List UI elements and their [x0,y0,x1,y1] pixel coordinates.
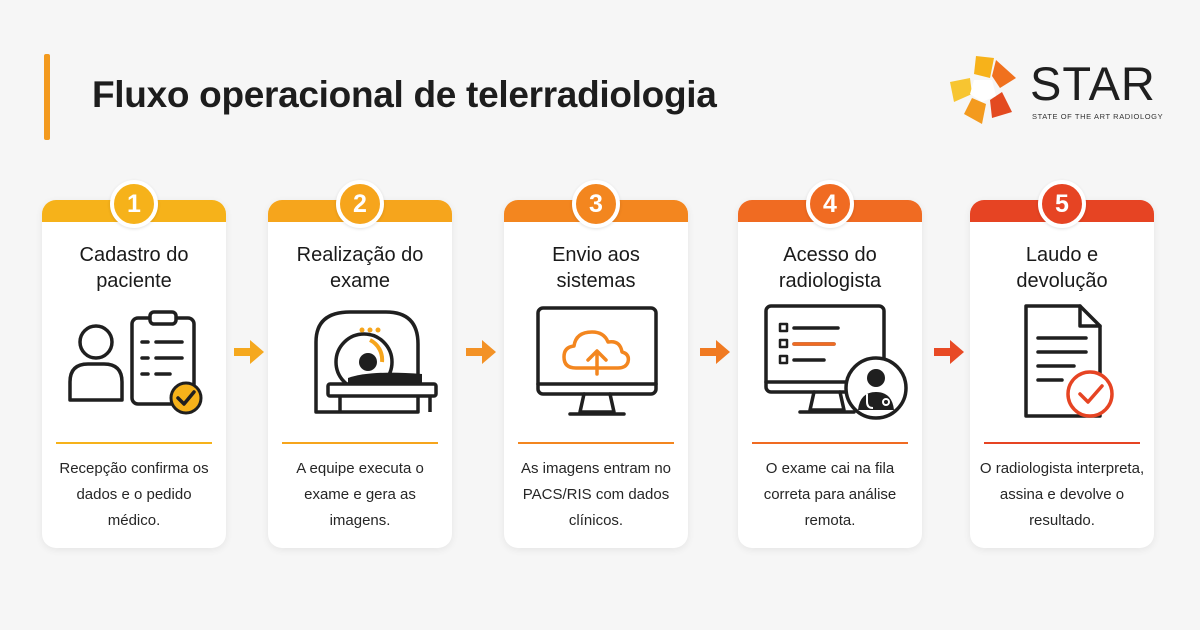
patient-clipboard-check-icon [68,310,203,415]
step-card-2: Realização do exame A equipe executa o e… [268,200,452,548]
signed-report-icon [1024,304,1114,418]
brand-name: STAR [1030,57,1156,110]
step-title: Laudo e devolução [1016,244,1108,292]
monitor-worklist-doctor-icon [764,304,908,420]
star-logo-icon [950,56,1016,124]
brand-tagline: STATE OF THE ART RADIOLOGY [1032,112,1164,121]
step-number-badge-4: 4 [806,180,854,228]
step-description: O exame cai na fila correta para análise… [763,460,897,529]
step-number-badge-5: 5 [1038,180,1086,228]
arrow-right-icon [466,340,496,364]
step-number-badge-3: 3 [572,180,620,228]
step-divider [752,442,908,444]
arrow-right-icon [934,340,964,364]
step-description: Recepção confirma os dados e o pedido mé… [59,460,209,529]
step-divider [56,442,212,444]
step-title: Realização do exame [296,244,424,292]
star-logo: STAR STATE OF THE ART RADIOLOGY [946,52,1172,128]
step-description: A equipe executa o exame e gera as image… [296,460,424,529]
page-title: Fluxo operacional de telerradiologia [92,74,717,115]
step-number-badge-2: 2 [336,180,384,228]
step-description: As imagens entram no PACS/RIS com dados … [520,460,672,529]
step-card-5: Laudo e devolução O radiologista interpr… [970,200,1154,548]
step-title: Acesso do radiologista [778,244,882,292]
cloud-upload-monitor-icon [536,306,658,416]
title-accent-bar [44,54,50,140]
step-divider [518,442,674,444]
step-card-1: Cadastro do paciente Recepção confirma o… [42,200,226,548]
step-title: Cadastro do paciente [79,244,189,292]
arrow-right-icon [234,340,264,364]
step-title: Envio aos sistemas [552,244,640,292]
ct-scanner-icon [314,310,438,414]
step-description: O radiologista interpreta, assina e devo… [979,460,1145,529]
arrow-right-icon [700,340,730,364]
step-card-3: Envio aos sistemas As imagens entram no … [504,200,688,548]
step-divider [984,442,1140,444]
step-number-badge-1: 1 [110,180,158,228]
step-divider [282,442,438,444]
step-card-4: Acesso do radiologista O exame cai [738,200,922,548]
